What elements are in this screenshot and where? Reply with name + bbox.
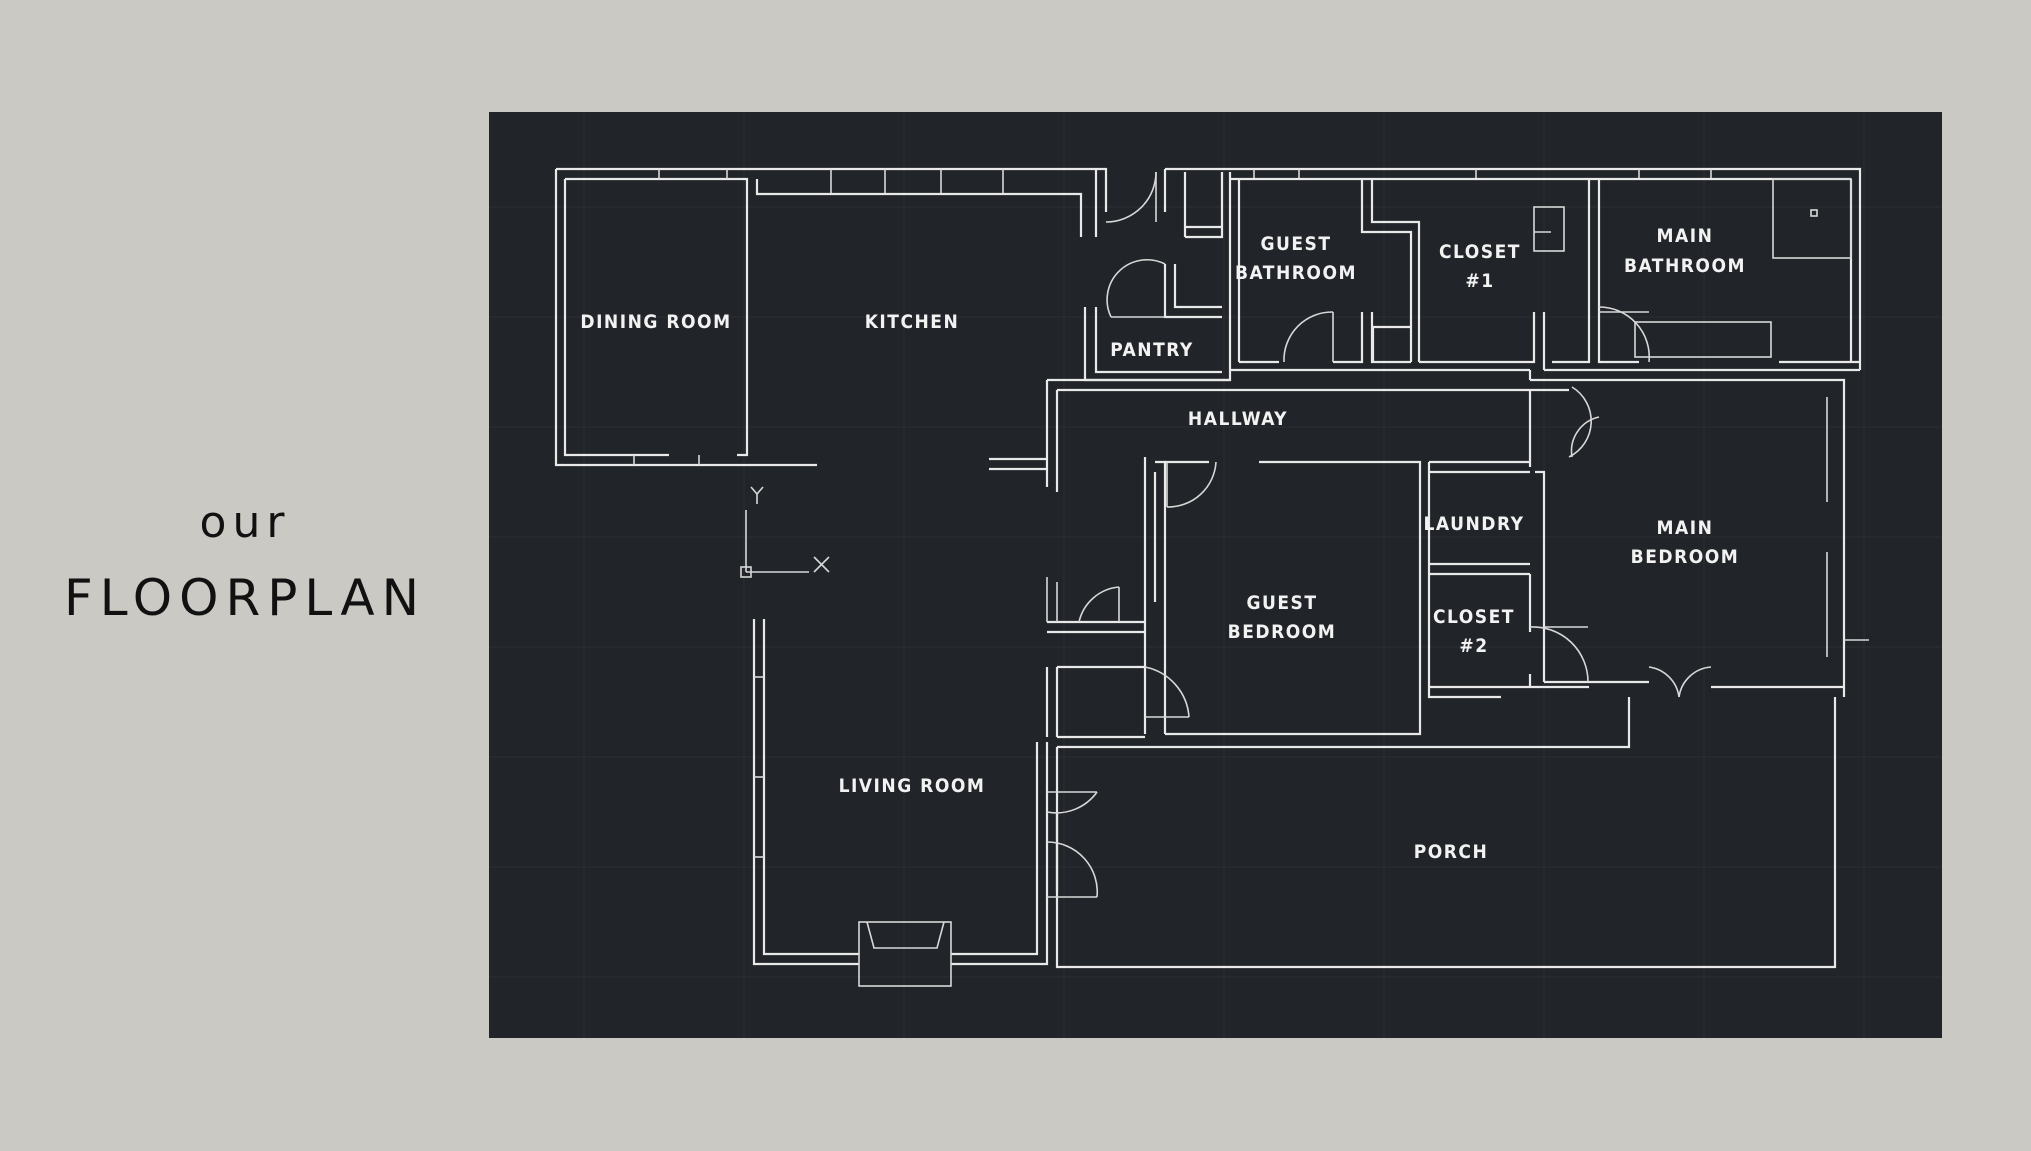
cad-grid: [489, 112, 1942, 1038]
label-main-bathroom-line2: BATHROOM: [1624, 255, 1746, 277]
label-pantry: PANTRY: [1110, 339, 1193, 361]
label-hallway: HALLWAY: [1188, 408, 1288, 430]
label-dining-room: DINING ROOM: [580, 311, 731, 333]
label-closet1-line1: CLOSET: [1439, 241, 1521, 263]
title-block: our FLOORPLAN: [60, 495, 430, 627]
label-porch: PORCH: [1414, 841, 1489, 863]
label-closet1-line2: #1: [1465, 270, 1494, 292]
label-guest-bedroom-line2: BEDROOM: [1228, 621, 1337, 643]
label-laundry: LAUNDRY: [1424, 513, 1525, 535]
label-closet2-line1: CLOSET: [1433, 606, 1515, 628]
label-guest-bathroom-line2: BATHROOM: [1235, 262, 1357, 284]
label-main-bedroom-line1: MAIN: [1657, 517, 1714, 539]
label-main-bedroom-line2: BEDROOM: [1631, 546, 1740, 568]
label-guest-bedroom-line1: GUEST: [1246, 592, 1317, 614]
floorplan-drawing: DINING ROOM KITCHEN PANTRY GUEST BATHROO…: [489, 112, 1942, 1038]
room-labels: DINING ROOM KITCHEN PANTRY GUEST BATHROO…: [580, 225, 1746, 863]
label-living-room: LIVING ROOM: [839, 775, 986, 797]
doors: [1046, 171, 1712, 898]
title-our: our: [199, 497, 291, 548]
label-main-bathroom-line1: MAIN: [1657, 225, 1714, 247]
label-closet2-line2: #2: [1459, 635, 1488, 657]
title-floorplan: FLOORPLAN: [63, 569, 427, 627]
ucs-icon: [740, 486, 830, 578]
label-guest-bathroom-line1: GUEST: [1260, 233, 1331, 255]
walls: [554, 167, 1869, 987]
label-kitchen: KITCHEN: [865, 311, 960, 333]
floorplan-panel: DINING ROOM KITCHEN PANTRY GUEST BATHROO…: [489, 112, 1942, 1038]
